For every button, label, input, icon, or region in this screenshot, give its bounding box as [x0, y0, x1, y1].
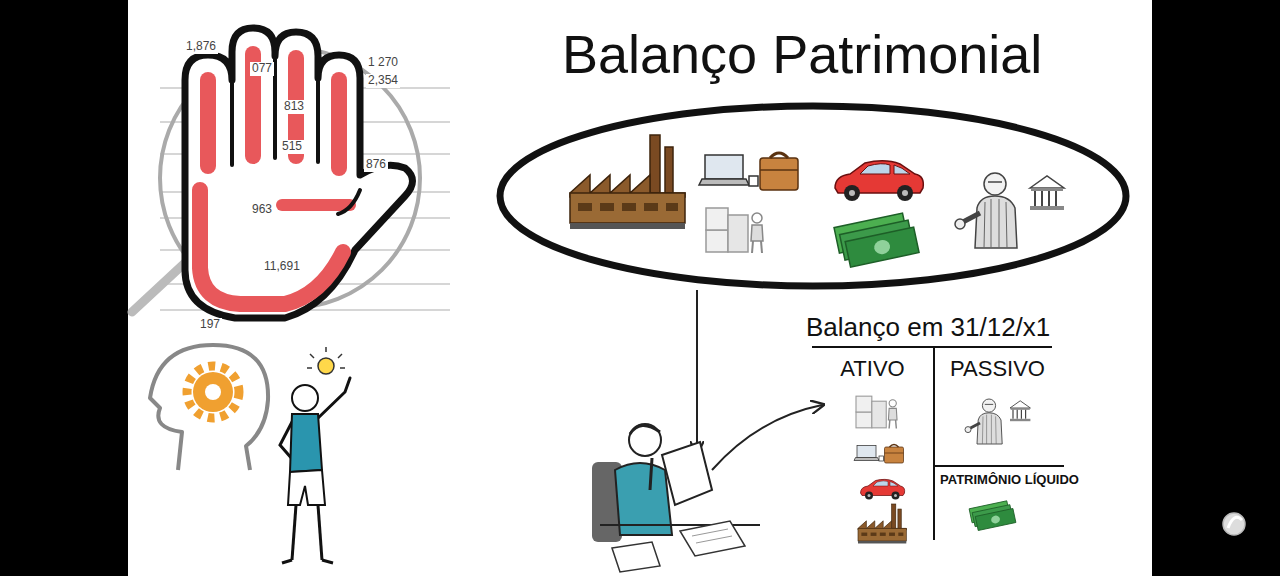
column-header: ATIVO — [812, 356, 933, 386]
idea-person — [282, 560, 292, 563]
idea-person — [288, 470, 325, 505]
ledger-number: 2,354 — [366, 74, 400, 88]
idea-person — [307, 347, 345, 368]
balance-sheet-lines — [965, 399, 1030, 444]
idea-person — [292, 385, 318, 411]
flow-arrows — [696, 290, 698, 452]
table-heading: Balanço em 31/12/x1 — [806, 312, 1050, 343]
idea-person — [318, 505, 322, 560]
hand-stop — [316, 80, 320, 162]
section-title: PATRIMÔNIO LÍQUIDO — [940, 472, 1079, 488]
column-title: PASSIVO — [950, 356, 1045, 382]
balance-sheet-table: Balanço em 31/12/x1ATIVO PASSIVO PATRIMÔNI… — [800, 308, 1100, 548]
channel-logo — [1223, 513, 1245, 535]
assets-ellipse — [955, 173, 1064, 248]
ledger-number: 1,876 — [184, 40, 218, 54]
idea-person — [280, 347, 350, 563]
assets-ellipse — [835, 161, 923, 201]
ledger-number: 876 — [364, 158, 388, 172]
idea-person — [318, 358, 334, 374]
idea-person — [292, 505, 296, 560]
balance-sheet-lines — [934, 465, 1064, 467]
balance-sheet-lines — [812, 347, 1064, 543]
assets-ellipse — [706, 208, 763, 253]
thinking-head — [193, 372, 233, 412]
ledger-number: 813 — [282, 100, 306, 114]
reading-accountant — [592, 424, 760, 572]
hand-stop — [230, 82, 234, 165]
reading-accountant — [600, 524, 760, 526]
thinking-head — [150, 345, 268, 470]
balance-sheet-lines — [854, 445, 904, 464]
assets-ellipse — [699, 153, 798, 190]
hand-stop — [232, 58, 360, 214]
ledger-number: 11,691 — [262, 260, 302, 274]
section-header: PATRIMÔNIO LÍQUIDO — [940, 470, 1090, 492]
balance-sheet-lines — [856, 396, 897, 428]
thinking-head — [150, 345, 268, 470]
ledger-number: 963 — [250, 203, 274, 217]
hand-stop — [282, 199, 350, 211]
assets-ellipse — [834, 211, 919, 268]
idea-person — [338, 354, 342, 358]
column-title: ATIVO — [840, 356, 904, 382]
assets-ellipse — [500, 106, 1126, 286]
ledger-number: 077 — [250, 62, 274, 76]
reading-accountant — [680, 521, 745, 556]
idea-person — [325, 347, 327, 352]
reading-accountant — [629, 424, 661, 456]
reading-accountant — [662, 442, 712, 505]
reading-accountant — [630, 425, 660, 434]
ledger-number: 197 — [198, 318, 222, 332]
thinking-head — [187, 366, 239, 418]
balance-sheet-lines — [861, 479, 905, 499]
column-header: PASSIVO — [935, 356, 1060, 386]
flow-arrows — [697, 290, 822, 470]
channel-logo — [1228, 517, 1242, 528]
thinking-head — [205, 384, 221, 400]
hand-stop — [185, 28, 413, 318]
hand-stop — [200, 72, 216, 174]
idea-person — [322, 560, 333, 563]
flow-arrows — [712, 405, 822, 470]
balance-sheet-lines — [969, 500, 1016, 532]
ledger-number: 1 270 — [366, 56, 400, 70]
ledger-magnifier — [132, 260, 188, 312]
channel-logo — [1223, 513, 1245, 535]
hand-stop — [331, 72, 347, 176]
hand-stop — [185, 28, 413, 318]
idea-person — [316, 378, 350, 420]
page-title: Balanço Patrimonial — [562, 22, 1042, 87]
ledger-number: 515 — [280, 140, 304, 154]
balance-sheet-lines — [858, 504, 906, 543]
assets-ellipse — [570, 135, 685, 229]
reading-accountant — [612, 542, 660, 572]
idea-person — [340, 367, 345, 369]
reading-accountant — [692, 529, 728, 536]
idea-person — [307, 367, 312, 369]
reading-accountant — [650, 458, 652, 490]
balance-sheet-lines — [812, 346, 1052, 348]
idea-person — [290, 414, 322, 472]
balance-sheet-lines — [933, 347, 935, 540]
white-board — [128, 0, 1152, 576]
idea-person — [310, 354, 314, 358]
assets-ellipse — [500, 106, 1126, 286]
hand-stop — [338, 190, 360, 214]
reading-accountant — [696, 536, 732, 543]
